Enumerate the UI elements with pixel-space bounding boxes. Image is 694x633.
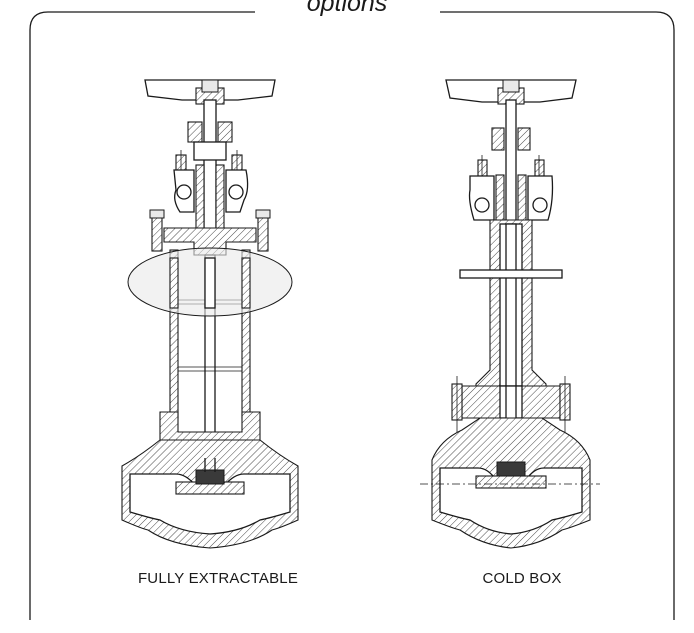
fully-extractable-caption: FULLY EXTRACTABLE [137, 570, 299, 587]
cold-box-caption: COLD BOX [482, 570, 562, 587]
fully-extractable-valve [121, 79, 299, 549]
frame-border [29, 11, 675, 620]
cold-box-valve [420, 79, 600, 549]
page-title: options [262, 0, 432, 18]
